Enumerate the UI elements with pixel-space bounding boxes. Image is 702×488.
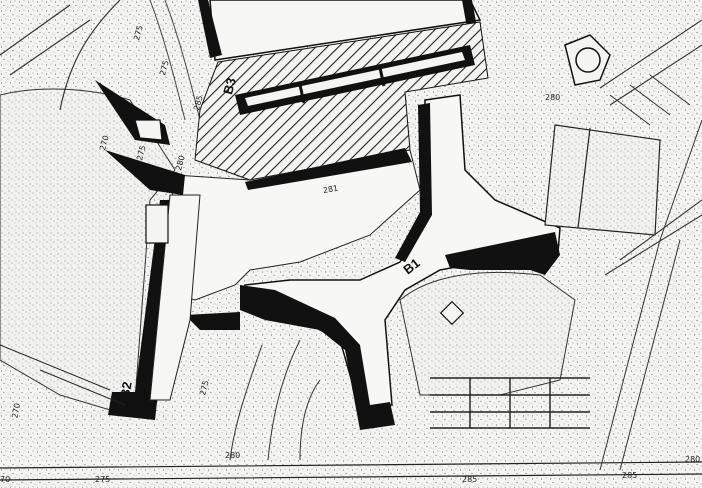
contour-upper-275: 275	[158, 59, 171, 76]
contour-bottom-275: 275	[95, 475, 110, 484]
b2-opening	[145, 204, 169, 244]
contour-upper-280: 280	[174, 154, 187, 171]
plaza-edge-top	[245, 148, 412, 190]
road-top-left-b	[149, 0, 201, 121]
contour-bottom-far-right: 280	[685, 455, 700, 464]
contour-lower-275: 275	[198, 379, 211, 396]
bottom-road	[0, 461, 702, 481]
label-b2: B2	[117, 380, 135, 399]
fountain-ring	[575, 47, 601, 73]
contour-center-281: 281	[322, 184, 339, 196]
contour-right-280: 280	[545, 93, 560, 102]
contour-bottom-285: 285	[462, 475, 477, 484]
b1-wall-left	[395, 103, 432, 262]
right-block-divider	[577, 127, 591, 229]
b2-arm-3	[134, 119, 163, 141]
building-b2-wall	[108, 200, 180, 420]
path-lower-left	[0, 344, 111, 391]
contour-upper-275b: 275	[135, 144, 148, 161]
building-b3-wall	[198, 0, 222, 58]
contour-bottom-280: 280	[225, 451, 240, 460]
right-parking	[609, 74, 691, 126]
contour-bottom-right-285: 285	[622, 471, 637, 480]
right-road	[599, 19, 702, 276]
right-lawn	[399, 271, 576, 396]
b1-wall-right	[445, 232, 560, 275]
diagonal-road	[599, 119, 702, 471]
path-lower-left-2	[39, 369, 126, 406]
pavilion-square	[439, 300, 465, 326]
road-top-left	[0, 0, 121, 111]
building-b2-body	[149, 194, 201, 401]
right-block	[544, 124, 661, 236]
parking-rows	[430, 377, 590, 429]
b2-arm-2	[105, 150, 185, 195]
contour-bottom-left: 70	[0, 475, 10, 484]
contour-upper-270: 270	[98, 134, 111, 151]
b3-divider-2	[378, 67, 386, 87]
contour-top-275: 275	[132, 24, 145, 41]
label-b3: B3	[220, 76, 239, 96]
b3-courtyard-inner	[245, 52, 465, 106]
contour-left-270: 270	[10, 402, 22, 419]
contour-upper-285: 285	[192, 94, 205, 111]
b1-wedge	[185, 312, 240, 330]
b3-divider-1	[298, 84, 306, 104]
b1-wall-lower	[240, 285, 395, 430]
lower-paths	[229, 339, 321, 461]
